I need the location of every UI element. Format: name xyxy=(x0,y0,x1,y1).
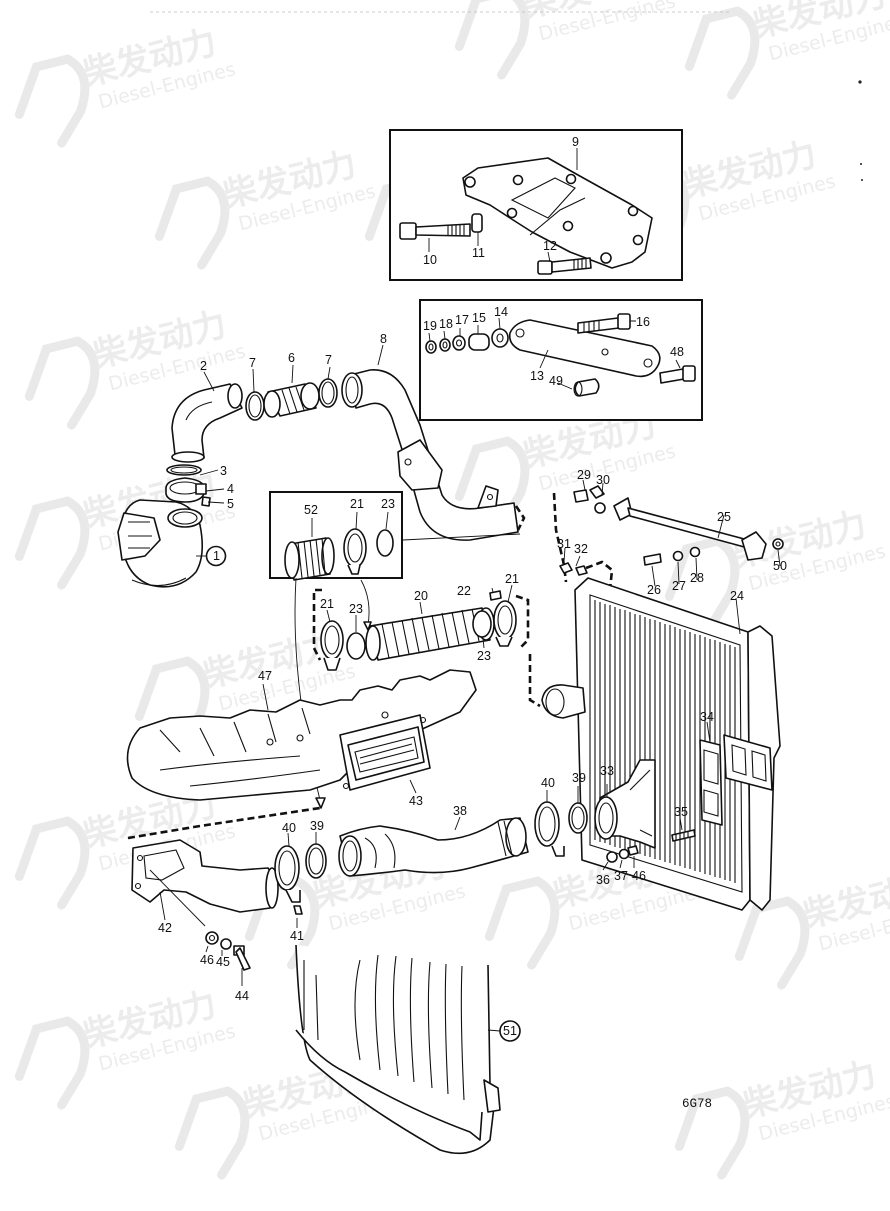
detail-box-strap xyxy=(419,299,703,421)
label-37: 37 xyxy=(614,869,628,883)
watermark: 柴发动力 Diesel-Engines xyxy=(674,1054,890,1180)
pipe-elbow-2 xyxy=(171,383,243,463)
label-5: 5 xyxy=(227,497,234,511)
label-11: 11 xyxy=(472,246,485,260)
bolts-44-46 xyxy=(205,931,251,986)
label-21b: 21 xyxy=(320,597,334,611)
label-38: 38 xyxy=(453,804,467,818)
watermark: 柴发动力 Diesel-Engines xyxy=(154,144,378,270)
outlet-flange-33 xyxy=(594,759,656,849)
label-20: 20 xyxy=(414,589,428,603)
label-33: 33 xyxy=(600,764,614,778)
turbo-housing-1 xyxy=(117,499,227,588)
o-ring-7b xyxy=(318,378,338,408)
label-7b: 7 xyxy=(325,353,332,367)
label-44: 44 xyxy=(235,989,249,1003)
label-22: 22 xyxy=(457,584,471,598)
label-18: 18 xyxy=(439,317,453,331)
label-10: 10 xyxy=(423,253,437,267)
label-40a: 40 xyxy=(282,821,296,835)
label-17: 17 xyxy=(455,313,469,327)
label-23b: 23 xyxy=(349,602,363,616)
clamp-40-left xyxy=(274,832,303,928)
label-51: 51 xyxy=(503,1024,517,1038)
label-45: 45 xyxy=(216,955,230,969)
label-48: 48 xyxy=(670,345,684,359)
label-1: 1 xyxy=(213,549,220,563)
label-23c: 23 xyxy=(477,649,491,663)
label-52: 52 xyxy=(304,503,318,517)
label-4: 4 xyxy=(227,482,234,496)
label-39b: 39 xyxy=(572,771,586,785)
label-47: 47 xyxy=(258,669,272,683)
label-8: 8 xyxy=(380,332,387,346)
label-41: 41 xyxy=(290,929,304,943)
label-39a: 39 xyxy=(310,819,324,833)
label-3: 3 xyxy=(220,464,227,478)
label-31: 31 xyxy=(557,537,571,551)
watermark: 柴发动力 Diesel-Engines xyxy=(684,0,890,100)
part-labels: 9 10 11 12 13 14 15 16 17 18 19 48 49 2 … xyxy=(158,135,787,1111)
label-28: 28 xyxy=(690,571,704,585)
label-50: 50 xyxy=(773,559,787,573)
label-30: 30 xyxy=(596,473,610,487)
label-23a: 23 xyxy=(381,497,395,511)
hose-assembly-20 xyxy=(312,584,530,671)
label-2: 2 xyxy=(200,359,207,373)
label-15: 15 xyxy=(472,311,486,325)
label-36: 36 xyxy=(596,873,610,887)
label-46b: 46 xyxy=(632,869,646,883)
label-21c: 21 xyxy=(505,572,519,586)
studs-35-37 xyxy=(602,817,696,871)
label-21a: 21 xyxy=(350,497,364,511)
label-24: 24 xyxy=(730,589,744,603)
clamp-40-right xyxy=(534,790,565,857)
label-40b: 40 xyxy=(541,776,555,790)
label-9: 9 xyxy=(572,135,579,149)
label-49: 49 xyxy=(549,374,563,388)
pipe-38 xyxy=(338,816,529,877)
label-13: 13 xyxy=(530,369,544,383)
label-6: 6 xyxy=(288,351,295,365)
o-ring-39-right xyxy=(568,786,588,834)
label-27: 27 xyxy=(672,579,686,593)
watermark: 柴发动力 Diesel-Engines xyxy=(134,624,358,750)
manifold-47 xyxy=(126,669,477,801)
label-19: 19 xyxy=(423,319,437,333)
watermark: 柴发动力 Diesel-Engines xyxy=(14,22,238,148)
o-ring-7a xyxy=(245,391,265,421)
label-43: 43 xyxy=(409,794,423,808)
detail-box-bracket xyxy=(389,129,683,281)
label-29: 29 xyxy=(577,468,591,482)
scan-marks xyxy=(150,11,863,181)
lower-pipe-42 xyxy=(127,806,321,927)
label-16: 16 xyxy=(636,315,650,329)
pipe-8 xyxy=(341,369,526,541)
label-14: 14 xyxy=(494,305,508,319)
label-35: 35 xyxy=(674,805,688,819)
charge-air-cooler-51 xyxy=(295,944,521,1155)
sleeve-6 xyxy=(263,382,320,418)
label-32: 32 xyxy=(574,542,588,556)
label-34: 34 xyxy=(700,710,714,724)
clamp-ring-3-4-5 xyxy=(165,464,225,507)
o-ring-39-left xyxy=(305,832,327,879)
label-25: 25 xyxy=(717,510,731,524)
label-46a: 46 xyxy=(200,953,214,967)
label-26: 26 xyxy=(647,583,661,597)
watermark: 柴发动力 Diesel-Engines xyxy=(454,0,678,80)
label-42: 42 xyxy=(158,921,172,935)
drawing-code: 6G78 xyxy=(682,1097,712,1111)
label-12: 12 xyxy=(543,239,557,253)
rod-25-hardware xyxy=(559,479,784,587)
label-7a: 7 xyxy=(249,356,256,370)
detail-box-bellows xyxy=(269,491,403,581)
